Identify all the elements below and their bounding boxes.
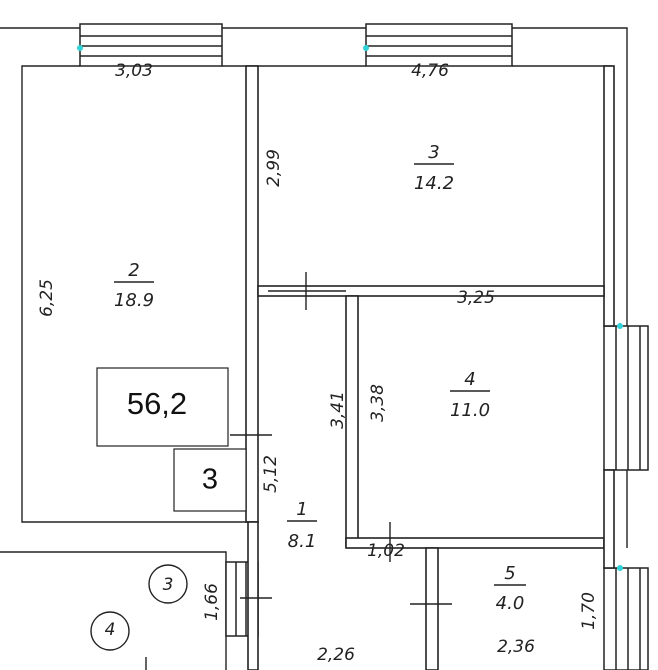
fixture-label-b: 4 [105, 620, 116, 640]
fixture-circle-a [148, 564, 188, 604]
marker-dot [77, 45, 83, 51]
total-area-box [96, 367, 229, 447]
svg-text:5: 5 [504, 563, 515, 584]
dim-balcony: 1,66 [202, 583, 222, 621]
svg-text:4: 4 [464, 369, 475, 390]
dim-room4-width: 3,25 [457, 288, 495, 308]
dim-room3-height: 2,99 [264, 149, 284, 187]
total-area-value: 56,2 [127, 386, 187, 421]
window-top-left [79, 23, 223, 67]
svg-text:2: 2 [128, 260, 139, 281]
dim-bath-height: 1,70 [579, 592, 599, 630]
svg-text:3: 3 [428, 142, 439, 163]
fixture-label-a: 3 [163, 575, 174, 595]
svg-text:1: 1 [296, 499, 307, 520]
marker-dot [617, 323, 623, 329]
marker-dot [617, 565, 623, 571]
svg-text:8.1: 8.1 [288, 531, 317, 552]
dim-corridor-height: 5,12 [261, 455, 281, 493]
dim-gap: 1,02 [367, 541, 405, 561]
room-label-4: 4 11.0 [450, 369, 490, 421]
dim-corridor-a: 3,41 [328, 391, 348, 429]
window-top-right [365, 23, 513, 67]
outer-walls [0, 27, 628, 670]
room-label-2: 2 18.9 [114, 260, 154, 311]
interior-walls [245, 65, 615, 670]
room-label-5: 5 4.0 [494, 563, 526, 614]
room-label-1: 1 8.1 [287, 499, 317, 552]
svg-text:4.0: 4.0 [496, 593, 525, 614]
door-marks [230, 272, 452, 605]
window-bath [603, 567, 649, 670]
window-right [603, 325, 649, 471]
svg-text:18.9: 18.9 [114, 290, 154, 311]
svg-text:14.2: 14.2 [414, 173, 454, 194]
svg-text:11.0: 11.0 [450, 400, 490, 421]
dim-top-left: 3,03 [115, 61, 153, 81]
dim-top-right: 4,76 [411, 61, 449, 81]
room-count-value: 3 [202, 464, 218, 496]
room-count-box [173, 448, 247, 512]
dim-room4-height: 3,38 [368, 384, 388, 422]
dim-bottom-mid: 2,26 [317, 645, 355, 665]
room-label-3: 3 14.2 [414, 142, 454, 194]
marker-dot [363, 45, 369, 51]
dim-room2-height: 6,25 [37, 279, 57, 317]
fixture-circle-b [90, 611, 130, 651]
dim-bottom-right: 2,36 [497, 637, 535, 657]
